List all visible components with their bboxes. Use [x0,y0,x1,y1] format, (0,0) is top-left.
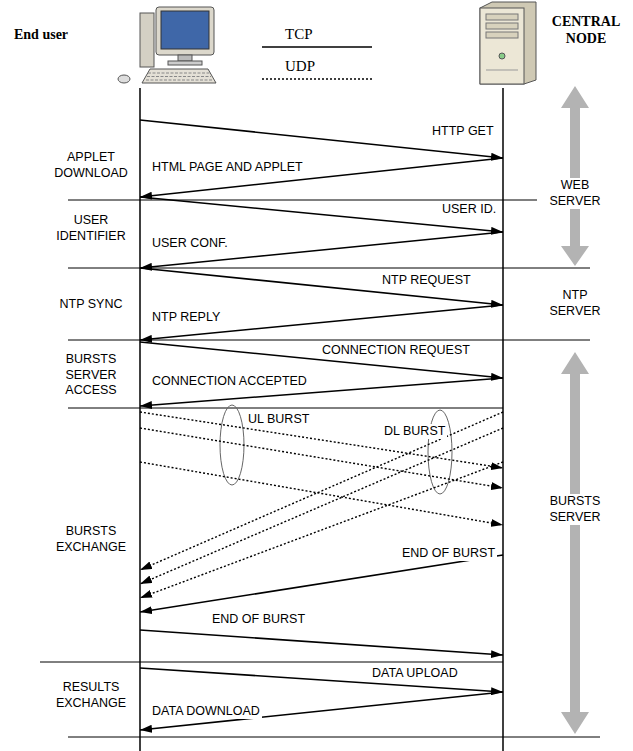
group-ellipse [428,410,452,494]
message-label: END OF BURST [400,546,497,561]
separator [68,737,600,738]
message-label: NTP REPLY [150,310,222,325]
message-label: USER ID. [440,202,498,217]
tcp-message [140,158,503,197]
message-label: DATA UPLOAD [370,666,460,681]
message-label: CONNECTION REQUEST [320,343,472,358]
range-arrow [561,86,589,266]
legend-lines [262,47,372,79]
separator [68,408,503,409]
server-node: CENTRAL NODE [470,0,628,86]
computer-icon [10,5,218,87]
separator [68,200,590,201]
udp-message [140,428,503,488]
tcp-message [140,555,503,612]
range-arrow [561,352,589,734]
message-label: HTML PAGE AND APPLET [150,160,305,175]
lifeline [502,88,504,751]
tcp-message [140,305,503,340]
phase-label: WEB SERVER [537,178,613,209]
node-heading: End user [14,27,124,44]
message-label: USER CONF. [150,236,230,251]
lifeline [139,88,141,751]
node-heading: CENTRAL NODE [548,14,624,48]
connectors [140,120,503,730]
udp-message [140,412,503,468]
legend-sample [262,46,372,48]
phase-label: APPLET DOWNLOAD [46,150,136,181]
message-label: CONNECTION ACCEPTED [150,374,309,389]
phase-separators [40,200,600,737]
message-label: END OF BURST [210,612,307,627]
legend-sample [262,78,372,80]
end-user-node: End user [10,5,218,87]
phase-label: NTP SERVER [537,288,613,319]
phase-label: RESULTS EXCHANGE [46,680,136,711]
udp-message [140,462,503,525]
message-label: DATA DOWNLOAD [150,704,262,719]
tcp-message [140,342,503,378]
phase-label: BURSTS EXCHANGE [46,524,136,555]
legend-text: TCP [283,26,315,43]
group-label: UL BURST [246,412,311,427]
tcp-message [140,232,503,268]
udp-message [140,462,503,598]
phase-label: BURSTS SERVER ACCESS [46,352,136,399]
tcp-message [140,630,503,655]
phase-label: NTP SYNC [46,297,136,313]
tcp-message [140,692,503,730]
lifelines [140,88,503,751]
tcp-message [140,268,503,305]
message-label: HTTP GET [430,124,496,139]
tcp-message [140,120,503,158]
tcp-message [140,197,503,232]
separator [40,662,503,663]
legend-text: UDP [283,58,317,75]
phase-label: BURSTS SERVER [537,494,613,525]
udp-message [140,412,503,570]
group-label: DL BURST [382,424,447,439]
phase-label: USER IDENTIFIER [46,213,136,244]
udp-message [140,428,503,584]
message-label: NTP REQUEST [380,273,473,288]
